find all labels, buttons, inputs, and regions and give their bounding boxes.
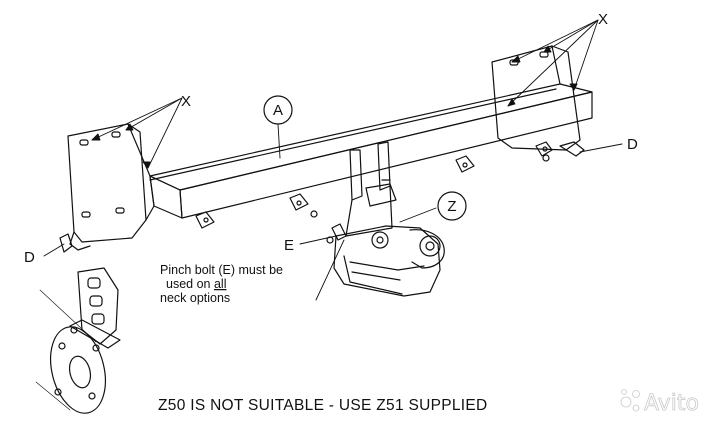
note-line-2-emphasis: all xyxy=(214,277,227,291)
inset-detail xyxy=(35,267,121,414)
label-a: A xyxy=(273,102,283,119)
label-x-right: X xyxy=(598,11,608,28)
label-x-left: X xyxy=(181,93,191,110)
label-e: E xyxy=(284,237,294,254)
callout-circle-z xyxy=(437,191,467,221)
mounting-tabs xyxy=(195,141,553,229)
label-z: Z xyxy=(447,198,456,215)
note-line-1: Pinch bolt (E) must be xyxy=(160,263,283,277)
right-bracket xyxy=(491,45,585,162)
drop-plates xyxy=(345,141,393,237)
watermark: Avito xyxy=(620,389,699,416)
note-line-2-pre: used on xyxy=(166,277,214,291)
bottom-warning: Z50 IS NOT SUITABLE - USE Z51 SUPPLIED xyxy=(158,397,488,414)
towball-assembly xyxy=(310,179,445,297)
label-d-left: D xyxy=(24,249,35,266)
left-bracket xyxy=(59,123,155,253)
note-line-3: neck options xyxy=(160,291,230,305)
callout-circle-a xyxy=(263,95,293,125)
leader-lines xyxy=(43,19,623,301)
crossbar xyxy=(149,83,593,219)
note-line-2: used on all xyxy=(166,277,226,291)
watermark-text: Avito xyxy=(644,391,699,416)
label-d-right: D xyxy=(627,136,638,153)
